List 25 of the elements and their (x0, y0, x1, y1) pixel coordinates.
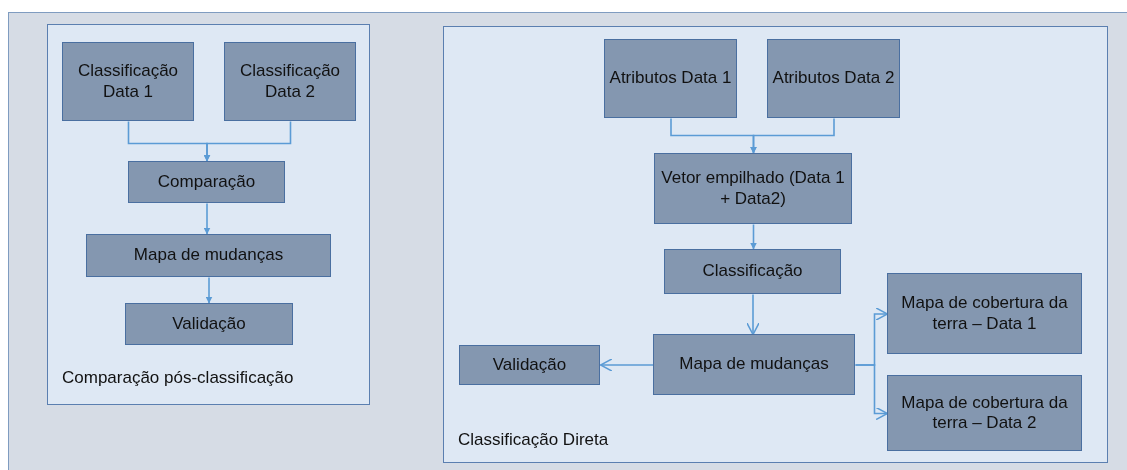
panel-title: Classificação Direta (458, 430, 609, 450)
process-box: Validação (125, 303, 293, 345)
process-box: Classificação Data 2 (224, 42, 356, 121)
process-box: Mapa de mudanças (653, 334, 855, 395)
process-box: Classificação (664, 249, 841, 294)
arrow (203, 120, 292, 163)
process-box: Atributos Data 1 (604, 39, 737, 118)
group-panel (47, 24, 370, 405)
arrow (205, 276, 213, 305)
panel-title: Comparação pós-classificação (62, 368, 294, 388)
group-panel (443, 26, 1108, 463)
process-box: Classificação Data 1 (62, 42, 194, 121)
process-box: Validação (459, 345, 600, 385)
process-box: Mapa de mudanças (86, 234, 331, 277)
arrow (750, 223, 757, 251)
process-box: Mapa de cobertura da terra – Data 1 (887, 273, 1082, 354)
process-box: Atributos Data 2 (767, 39, 900, 118)
arrow (750, 117, 835, 155)
arrow (746, 293, 760, 336)
process-box: Vetor empilhado (Data 1 + Data2) (654, 153, 852, 224)
arrow (599, 358, 655, 372)
process-box: Mapa de cobertura da terra – Data 2 (887, 375, 1082, 451)
arrow (854, 364, 889, 421)
arrow (203, 202, 211, 236)
process-box: Comparação (128, 161, 285, 203)
